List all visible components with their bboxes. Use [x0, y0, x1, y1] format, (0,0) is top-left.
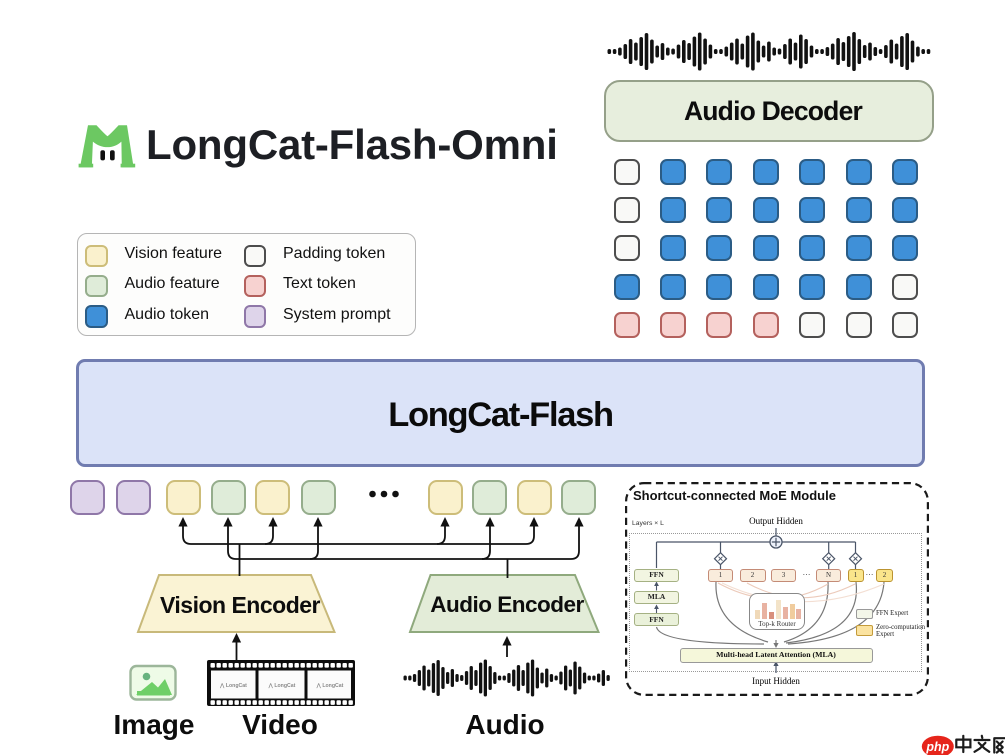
- svg-text:⋀ LongCat: ⋀ LongCat: [268, 683, 296, 689]
- svg-text:⋀ LongCat: ⋀ LongCat: [219, 683, 247, 689]
- svg-text:php: php: [925, 740, 949, 754]
- svg-text:⋀ LongCat: ⋀ LongCat: [316, 683, 344, 689]
